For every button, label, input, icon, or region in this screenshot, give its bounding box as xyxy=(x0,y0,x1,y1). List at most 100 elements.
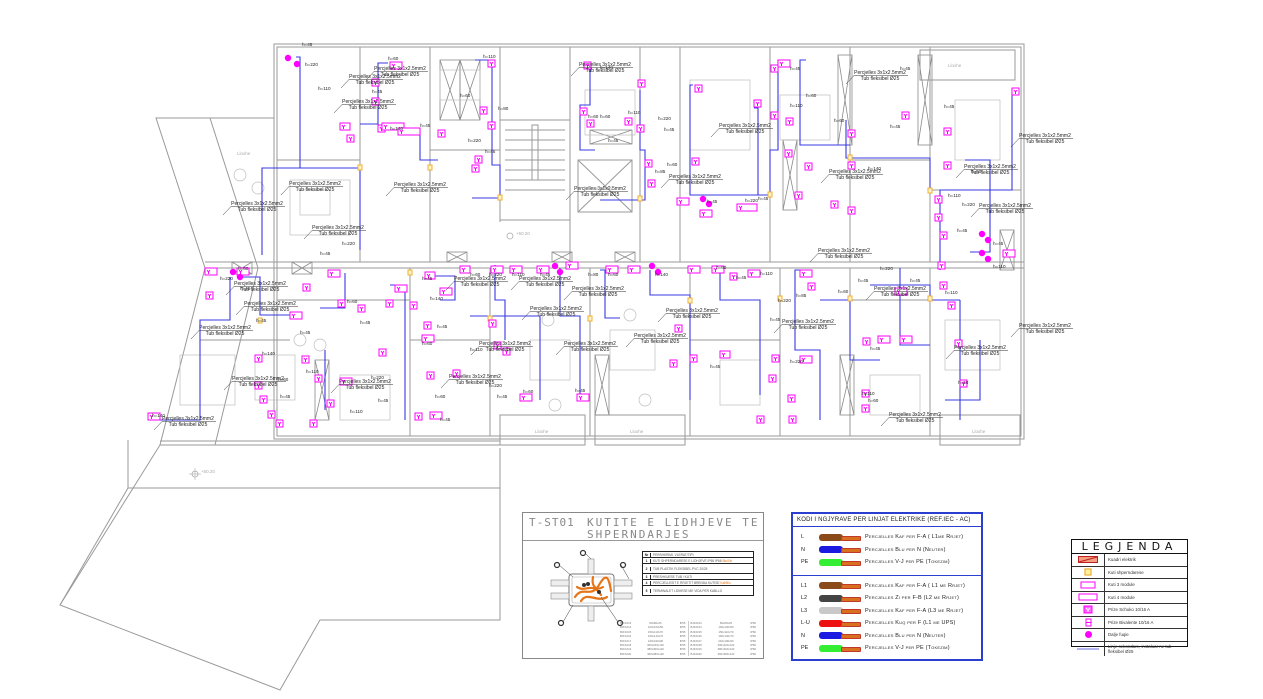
cable-note-spec: Percjelles 3x1x2.5mm2 xyxy=(349,74,401,80)
socket-symbol xyxy=(676,197,690,206)
height-mark: h=110 xyxy=(350,409,363,414)
socket-symbol xyxy=(729,272,738,281)
socket-symbol xyxy=(409,301,418,310)
leader-line xyxy=(440,379,450,389)
height-mark: h=60 xyxy=(608,272,619,277)
socket-symbol xyxy=(259,395,268,404)
socket-symbol xyxy=(768,374,777,383)
wire-description: Percjelles Blu per N (Neuter) xyxy=(865,546,946,553)
cable-note-spec: Percjelles 3x1x2.5mm2 xyxy=(454,276,506,282)
height-mark: h=45 xyxy=(240,286,251,291)
socket-symbol xyxy=(787,394,796,403)
socket-symbol xyxy=(421,334,435,343)
leader-line xyxy=(510,281,520,291)
leader-line xyxy=(330,384,340,394)
height-mark: h=220 xyxy=(658,116,671,121)
socket-symbol xyxy=(794,191,803,200)
room-label-balcony: Lloxhe xyxy=(630,429,644,434)
cable-note-spec: Percjelles 3x1x2.5mm2 xyxy=(530,306,582,312)
power-outlets xyxy=(229,54,992,281)
cable-note-conduit: Tub fleksibel Ø25 xyxy=(579,292,618,298)
height-mark: h=220 xyxy=(880,266,893,271)
wire-code: PE xyxy=(801,645,809,652)
cable-note-spec: Percjelles 3x1x2.5mm2 xyxy=(574,186,626,192)
height-mark: h=60 xyxy=(868,398,879,403)
wire-icon xyxy=(819,594,861,602)
socket-symbol xyxy=(861,404,870,413)
socket-symbol xyxy=(847,129,856,138)
socket-symbol xyxy=(694,84,703,93)
socket-symbol xyxy=(711,265,725,274)
cable-note-conduit: Tub fleksibel Ø25 xyxy=(401,188,440,194)
socket-symbol xyxy=(847,161,856,170)
height-mark: h=45 xyxy=(608,138,619,143)
socket-symbol xyxy=(1011,87,1020,96)
legend-panel: LEGJENDA Kuadri elektrik Kuti shperndare… xyxy=(1071,539,1188,656)
legend-item: Kuadri elektrik xyxy=(1072,554,1187,567)
wire-description: Percjelles Kaf per F-A ( L1me Rrjet) xyxy=(865,534,964,541)
leader-line xyxy=(880,417,890,427)
junction-box-illustration xyxy=(550,549,633,627)
socket-symbol xyxy=(452,369,461,378)
height-mark: h=45 xyxy=(944,104,955,109)
wire-color-code-panel: KODI I NGJYRAVE PER LINJAT ELEKTRIKE (RE… xyxy=(791,512,983,661)
socket-symbol xyxy=(509,265,523,274)
room-label-balcony: Lloxhe xyxy=(535,429,549,434)
cable-note-conduit: Tub fleksibel Ø25 xyxy=(537,312,576,318)
leader-line xyxy=(225,286,235,296)
socket-symbol xyxy=(647,179,656,188)
height-mark: h=45 xyxy=(437,324,448,329)
wire-description: Percjelles Zi per F-B (L2 me Rrjet) xyxy=(865,595,960,602)
height-mark: h=110 xyxy=(318,86,331,91)
socket-symbol xyxy=(644,159,653,168)
height-mark: h=60 xyxy=(460,93,471,98)
height-mark: h=60 xyxy=(971,169,982,174)
height-mark: h=60 xyxy=(834,118,845,123)
cable-note-conduit: Tub fleksibel Ø25 xyxy=(571,347,610,353)
leader-line xyxy=(521,311,531,321)
cable-note-spec: Percjelles 3x1x2.5mm2 xyxy=(954,345,1006,351)
cable-note-spec: Percjelles 3x1x2.5mm2 xyxy=(1019,133,1071,139)
height-mark: h=45 xyxy=(890,124,901,129)
wire-code: L-U xyxy=(801,620,810,627)
divider xyxy=(793,574,981,576)
height-mark: h=140 xyxy=(600,65,613,70)
junction-boxes xyxy=(257,154,933,324)
height-mark: h=45 xyxy=(300,330,311,335)
cable-note-conduit: Tub fleksibel Ø25 xyxy=(726,129,765,135)
height-mark: h=220 xyxy=(962,202,975,207)
height-mark: h=60 xyxy=(238,266,249,271)
socket-symbol xyxy=(753,99,762,108)
leader-line xyxy=(970,208,980,218)
wire-icon xyxy=(819,632,861,640)
legend-item: Prize Bivalente 10/16 A xyxy=(1072,616,1187,629)
height-mark: h=220 xyxy=(371,375,384,380)
height-mark: h=45 xyxy=(736,275,747,280)
room-label-balcony: Lloxhe xyxy=(972,429,986,434)
cable-note-spec: Percjelles 3x1x2.5mm2 xyxy=(874,286,926,292)
height-mark: h=60 xyxy=(347,299,358,304)
socket-symbol xyxy=(357,304,366,313)
leader-line xyxy=(1010,328,1020,338)
height-mark: h=60 xyxy=(716,265,727,270)
cable-note-conduit: Tub fleksibel Ø25 xyxy=(346,385,385,391)
socket-symbol xyxy=(934,195,943,204)
wire-description: Percjelles Kaf per F-A (L3 me Rrjet) xyxy=(865,607,964,614)
socket-symbol xyxy=(770,64,779,73)
cable-note-conduit: Tub fleksibel Ø25 xyxy=(206,331,245,337)
height-mark: h=45 xyxy=(664,127,675,132)
height-mark: h=45 xyxy=(758,196,769,201)
leader-line xyxy=(565,191,575,201)
